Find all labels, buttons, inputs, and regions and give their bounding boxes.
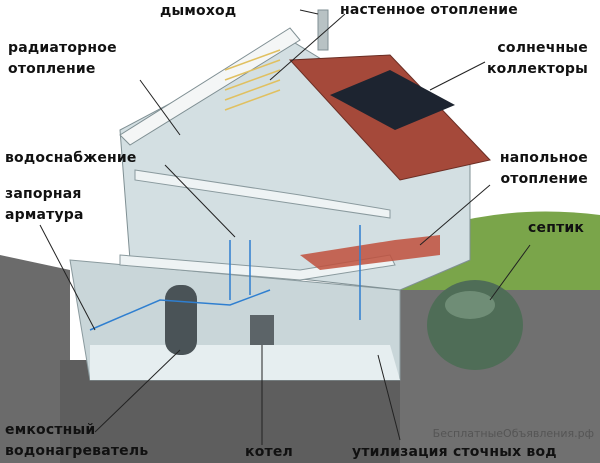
label-water-supply: водоснабжение — [5, 150, 137, 166]
label-line: арматура — [5, 207, 84, 223]
water-pipes — [89, 225, 361, 331]
label-line: отопление — [500, 171, 588, 187]
label-wall-heating: настенное отопление — [340, 2, 518, 18]
left-roof — [119, 27, 301, 146]
boiler — [250, 315, 274, 345]
label-solar-collectors: солнечные коллекторы — [487, 38, 588, 80]
earth — [0, 255, 70, 463]
label-line: коллекторы — [486, 61, 588, 77]
septic-highlight — [445, 291, 495, 319]
label-line: водонагреватель — [5, 443, 149, 459]
water-heater — [165, 285, 197, 355]
label-line: радиаторное — [8, 40, 117, 56]
wall-heating-pipes — [224, 49, 281, 111]
label-radiator-heating: радиаторное отопление — [8, 38, 117, 80]
label-septic: септик — [528, 220, 585, 236]
chimney — [317, 9, 329, 51]
label-line: напольное — [499, 150, 588, 166]
floor-heating — [300, 235, 440, 270]
label-line: запорная — [5, 186, 82, 202]
label-chimney: дымоход — [160, 3, 237, 19]
watermark: БесплатныеОбъявления.рф — [432, 427, 594, 440]
label-wastewater: утилизация сточных вод — [352, 444, 557, 460]
solar-collectors-panel — [330, 70, 455, 130]
floor-1 — [119, 254, 396, 281]
label-floor-heating: напольное отопление — [500, 148, 588, 190]
label-water-heater: емкостный водонагреватель — [5, 420, 148, 462]
basement-floor — [90, 345, 400, 380]
label-line: солнечные — [497, 40, 588, 56]
leader-lines — [39, 9, 531, 445]
label-boiler: котел — [245, 444, 293, 460]
label-line: отопление — [8, 61, 96, 77]
label-shutoff-valves: запорная арматура — [5, 184, 84, 226]
floor-2 — [134, 169, 391, 219]
label-line: емкостный — [5, 422, 96, 438]
